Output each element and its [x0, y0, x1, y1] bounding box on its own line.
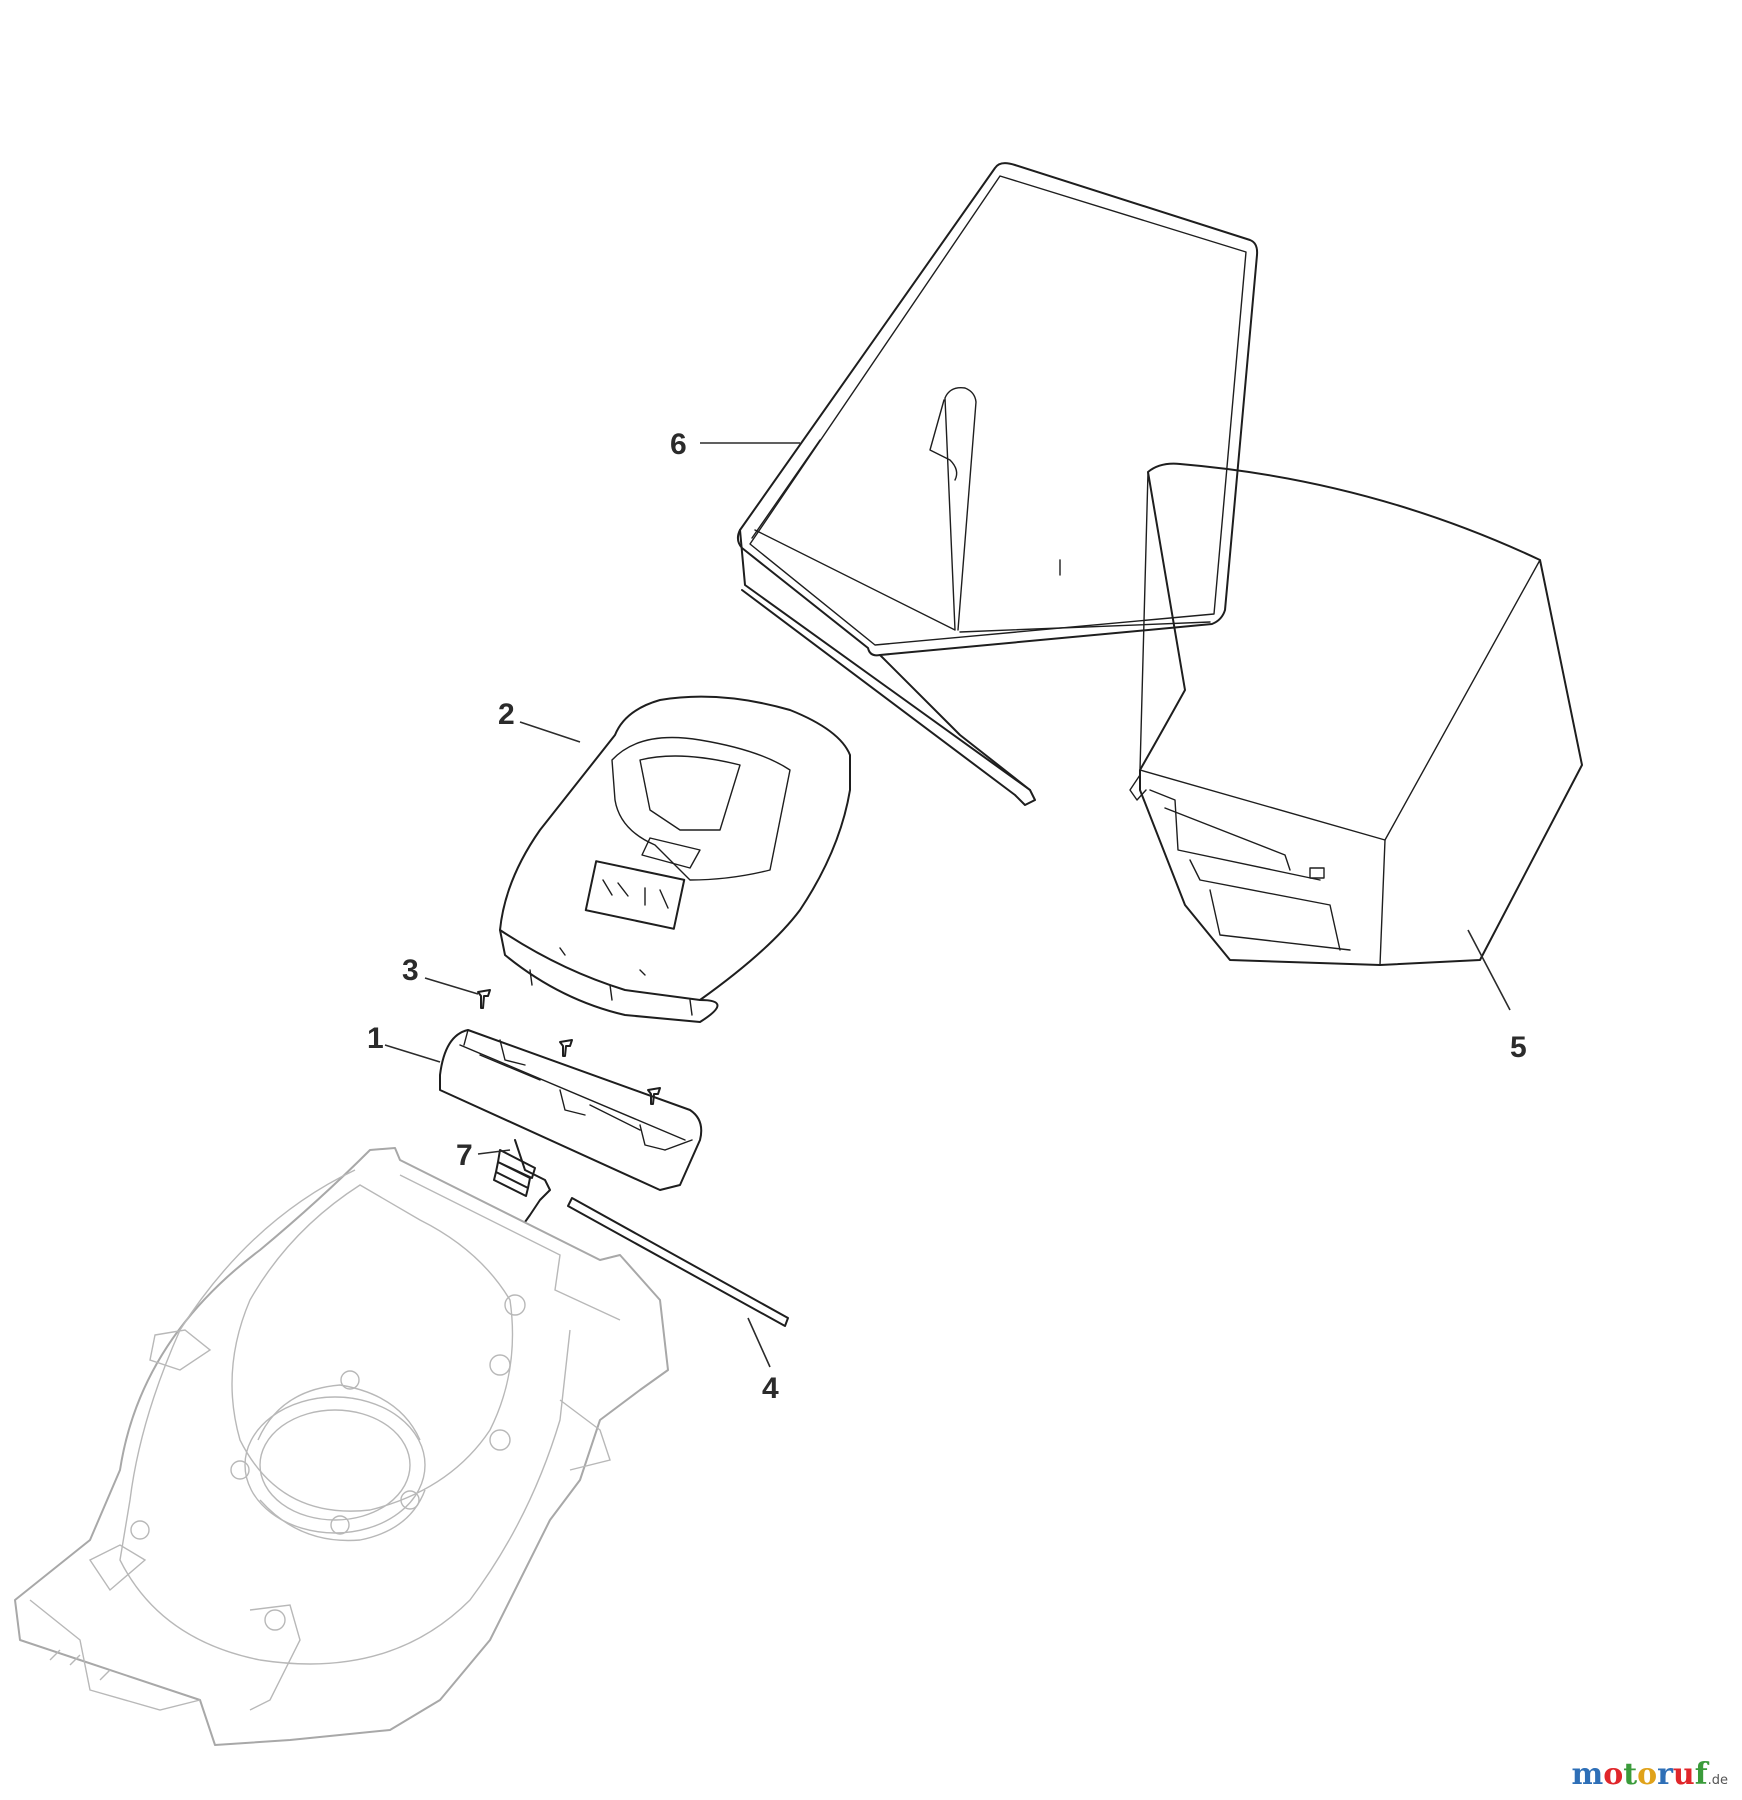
- watermark-logo: motoruf.de: [1571, 1757, 1728, 1792]
- watermark-suffix: .de: [1707, 1773, 1728, 1788]
- mower-deck: [14, 1147, 669, 1746]
- callout-4: 4: [762, 1372, 779, 1405]
- watermark-letter: u: [1672, 1757, 1695, 1792]
- callout-1: 1: [367, 1022, 384, 1055]
- callout-5: 5: [1510, 1031, 1527, 1064]
- watermark-letter: o: [1637, 1757, 1658, 1792]
- watermark-letter: t: [1623, 1757, 1638, 1792]
- callout-6: 6: [670, 428, 687, 461]
- part-7-spring: [493, 1139, 551, 1223]
- part-5-grass-bag: [1129, 462, 1583, 966]
- leader-4: [747, 1317, 771, 1368]
- watermark-letter: f: [1694, 1757, 1708, 1792]
- watermark-text: motoruf: [1571, 1757, 1707, 1792]
- callout-7: 7: [456, 1139, 473, 1172]
- part-4-rod: [567, 1197, 789, 1327]
- callout-2: 2: [498, 698, 515, 731]
- leader-lines: [384, 442, 1511, 1368]
- part-3-screws: [477, 989, 661, 1105]
- watermark-letter: r: [1657, 1757, 1673, 1792]
- leader-3: [424, 977, 479, 995]
- part-6-bag-frame: [736, 162, 1259, 806]
- leader-5: [1467, 929, 1511, 1011]
- callout-3: 3: [402, 954, 419, 987]
- leader-7: [477, 1149, 511, 1155]
- watermark-letter: o: [1603, 1757, 1624, 1792]
- leader-2: [519, 721, 581, 743]
- watermark-letter: m: [1571, 1757, 1604, 1792]
- part-2-rear-flap: [499, 695, 851, 1023]
- leader-1: [384, 1044, 441, 1063]
- part-1-hinge-bracket: [439, 1029, 703, 1191]
- callout-numbers: 6 2 3 1 7 4 5: [367, 428, 1527, 1405]
